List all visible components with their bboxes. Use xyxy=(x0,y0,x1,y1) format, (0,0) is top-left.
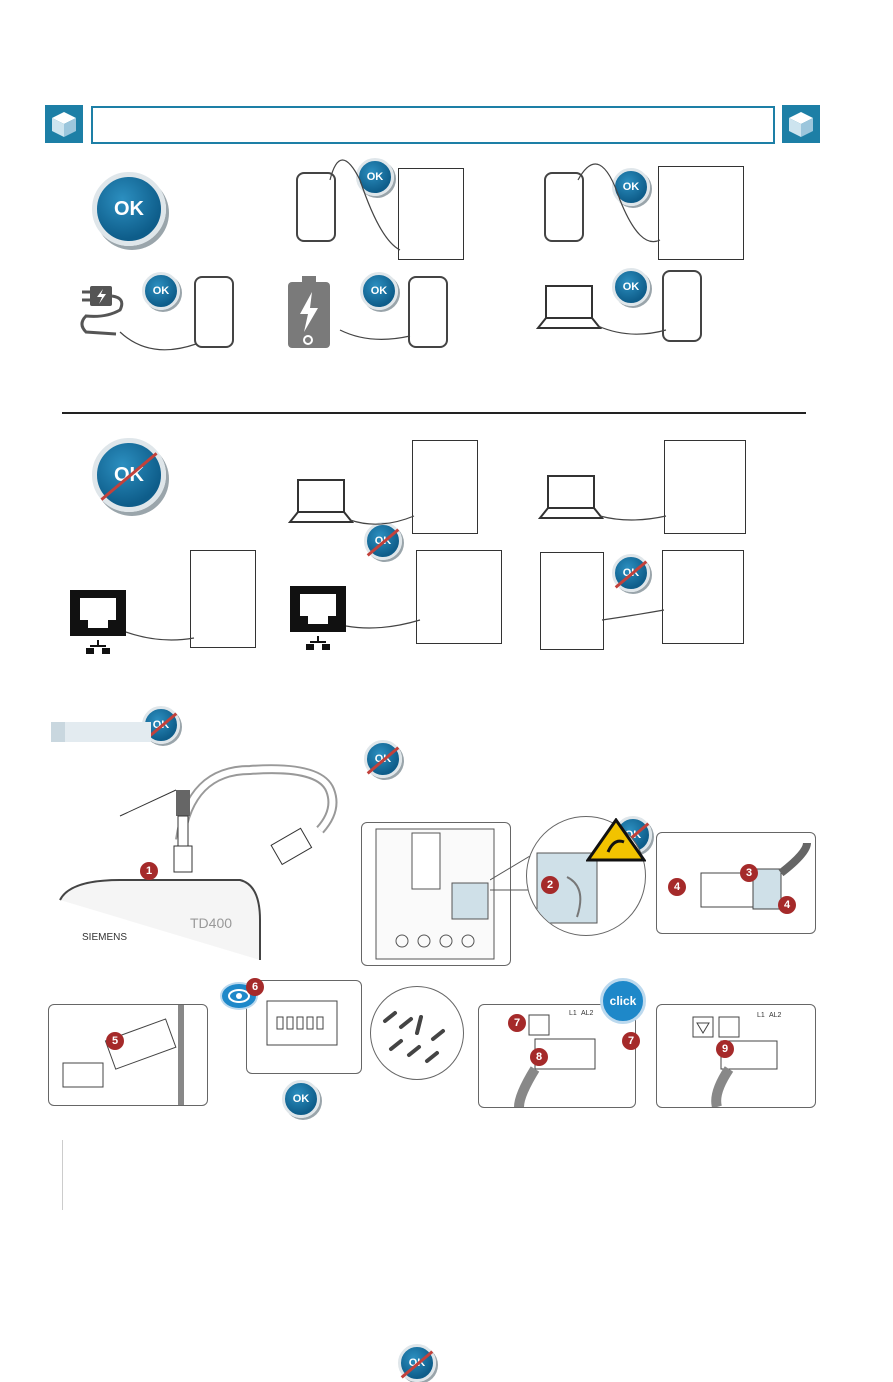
ethernet-port-icon xyxy=(70,590,126,661)
package-box-icon xyxy=(781,104,821,144)
step-3-badge: 3 xyxy=(740,864,758,882)
td400-device xyxy=(544,172,584,242)
ok-icon: OK xyxy=(142,272,180,310)
breaker-3wa xyxy=(664,440,746,534)
ok-large-icon: OK xyxy=(92,172,166,246)
ethernet-port-icon xyxy=(290,586,346,657)
laptop-icon xyxy=(287,478,355,531)
click-badge: click xyxy=(600,978,646,1024)
svg-text:L1: L1 xyxy=(569,1010,577,1017)
laptop-icon xyxy=(537,474,605,527)
td400-device xyxy=(194,276,234,348)
breaker-photo xyxy=(361,822,511,966)
step-8-badge: 8 xyxy=(530,1048,548,1066)
battery-charging-icon xyxy=(286,276,334,355)
connection-cables xyxy=(119,159,667,351)
breaker-3va xyxy=(412,440,478,534)
not-ok-large-icon: OK xyxy=(92,438,166,512)
svg-text:SIEMENS: SIEMENS xyxy=(82,932,127,943)
breaker-3wa xyxy=(416,550,502,644)
step-4-badge: 4 xyxy=(668,878,686,896)
connector-inspect-photo xyxy=(246,980,362,1074)
breaker-3va xyxy=(398,168,464,260)
not-ok-icon: OK xyxy=(364,740,402,778)
step-6-badge: 6 xyxy=(246,978,264,996)
step-5-badge: 5 xyxy=(106,1032,124,1050)
svg-text:AL2: AL2 xyxy=(581,1010,594,1017)
breaker-3wa xyxy=(658,166,744,260)
ok-icon: OK xyxy=(612,268,650,306)
ok-icon: OK xyxy=(282,1080,320,1118)
ok-icon: OK xyxy=(612,168,650,206)
header-title-bar xyxy=(91,106,775,144)
ok-icon: OK xyxy=(356,158,394,196)
section-divider xyxy=(62,412,806,414)
td400-device xyxy=(662,270,702,342)
not-ok-icon: OK xyxy=(398,1344,436,1382)
connector-insert-photo xyxy=(48,1004,208,1106)
svg-text:TD400: TD400 xyxy=(190,915,232,931)
step-4-badge: 4 xyxy=(778,896,796,914)
step-9-badge: 9 xyxy=(716,1040,734,1058)
td400-device xyxy=(408,276,448,348)
step-1-badge: 1 xyxy=(140,862,158,880)
step-7-badge: 7 xyxy=(622,1032,640,1050)
svg-text:AL2: AL2 xyxy=(769,1012,782,1019)
footer-margin-line xyxy=(62,1140,63,1210)
esd-warning-icon xyxy=(585,817,647,867)
step-2-badge: 2 xyxy=(541,876,559,894)
breaker-3wa xyxy=(662,550,744,644)
svg-text:L1: L1 xyxy=(757,1012,765,1019)
not-ok-icon: OK xyxy=(612,554,650,592)
power-charger-icon xyxy=(76,280,132,345)
connector-locked-photo: L1 AL2 xyxy=(656,1004,816,1108)
laptop-icon xyxy=(535,284,603,337)
zoom-circle-bent-pins xyxy=(370,986,464,1080)
section-tab xyxy=(51,722,151,742)
connector-click-photo: L1 AL2 xyxy=(478,1004,636,1108)
step-7-badge: 7 xyxy=(508,1014,526,1032)
connection-cables xyxy=(125,515,667,641)
td400-device xyxy=(296,172,336,242)
cable-and-device-illustration: SIEMENS TD400 xyxy=(59,764,338,960)
package-box-icon xyxy=(44,104,84,144)
breaker-3va xyxy=(540,552,604,650)
breaker-3va xyxy=(190,550,256,648)
ok-icon: OK xyxy=(360,272,398,310)
